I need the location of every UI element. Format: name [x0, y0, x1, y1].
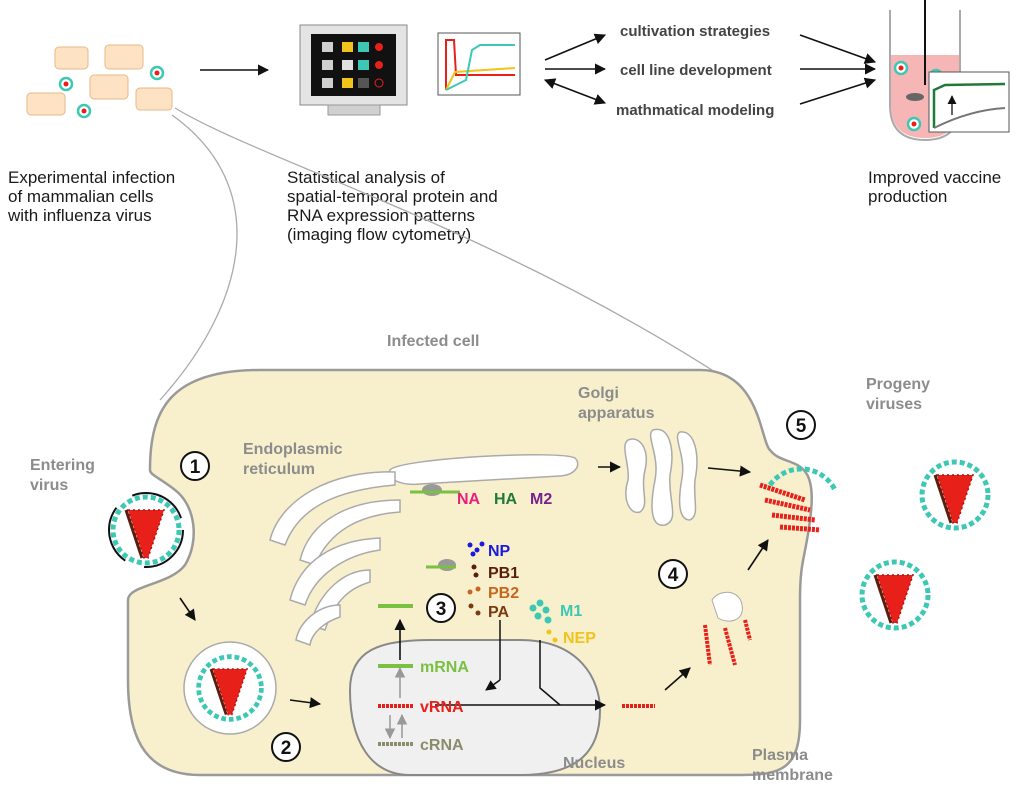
rnp-cluster — [703, 619, 752, 666]
golgi-apparatus — [624, 428, 698, 526]
label-infected-cell: Infected cell — [387, 333, 479, 350]
caption-improved-line2: production — [868, 187, 947, 206]
caption-infection-line2: of mammalian cells — [8, 187, 154, 206]
np-dots-icon — [467, 541, 485, 557]
computer-monitor-icon — [299, 24, 408, 116]
label-er-2: reticulum — [243, 461, 315, 478]
progeny-virus-2 — [862, 562, 928, 628]
nep-dots-icon — [546, 629, 558, 643]
label-m2: M2 — [530, 491, 552, 508]
label-golgi-2: apparatus — [578, 405, 655, 422]
label-plasma-2: membrane — [752, 767, 833, 784]
budding-virion — [759, 466, 838, 533]
label-nep: NEP — [563, 630, 596, 647]
endosome-virus — [183, 641, 277, 735]
caption-analysis-line4: (imaging flow cytometry) — [287, 225, 471, 244]
label-vrna: vRNA — [420, 699, 464, 716]
step-1: 1 — [180, 451, 210, 481]
strategy-cultivation: cultivation strategies — [620, 23, 770, 40]
caption-improved-line1: Improved vaccine — [868, 168, 1001, 187]
label-pb1: PB1 — [488, 565, 519, 582]
label-progeny-1: Progeny — [866, 376, 930, 393]
step-5: 5 — [786, 410, 816, 440]
entering-virus — [108, 492, 184, 568]
endoplasmic-reticulum — [269, 454, 579, 647]
label-entering-virus-1: Entering — [30, 457, 95, 474]
connector-left — [159, 114, 238, 401]
pa-dots-icon — [468, 603, 481, 616]
caption-infection-line1: Experimental infection — [8, 168, 175, 187]
label-pa: PA — [488, 604, 509, 621]
label-progeny-2: viruses — [866, 396, 922, 413]
label-entering-virus-2: virus — [30, 477, 68, 494]
label-nucleus: Nucleus — [563, 755, 625, 772]
strategy-modeling: mathmatical modeling — [616, 102, 774, 119]
svg-text:3: 3 — [436, 599, 447, 620]
caption-analysis-line1: Statistical analysis of — [287, 168, 445, 187]
expression-plot-icon — [437, 32, 521, 96]
svg-text:2: 2 — [281, 738, 292, 759]
label-plasma-1: Plasma — [752, 747, 808, 764]
caption-analysis-line3: RNA expression patterns — [287, 206, 475, 225]
step-3: 3 — [426, 593, 456, 623]
label-na: NA — [457, 491, 481, 508]
progeny-virus-1 — [922, 462, 988, 528]
label-pb2: PB2 — [488, 585, 519, 602]
caption-infection-line3: with influenza virus — [7, 206, 152, 225]
label-crna: cRNA — [420, 737, 464, 754]
label-er-1: Endoplasmic — [243, 441, 343, 458]
step-4: 4 — [658, 559, 688, 589]
svg-text:4: 4 — [668, 565, 679, 586]
label-mrna: mRNA — [420, 659, 469, 676]
step-2: 2 — [271, 732, 301, 762]
m1-dots-icon — [529, 599, 552, 624]
pb2-dots-icon — [467, 586, 481, 595]
strategy-cell-line: cell line development — [620, 62, 772, 79]
connector-right — [174, 107, 736, 386]
label-ha: HA — [494, 491, 518, 508]
pb1-dots-icon — [471, 564, 479, 578]
infected-cells-illustration — [26, 44, 173, 119]
svg-text:5: 5 — [796, 416, 807, 437]
bioreactor-icon — [889, 0, 1010, 142]
label-m1: M1 — [560, 603, 582, 620]
caption-analysis-line2: spatial-temporal protein and — [287, 187, 498, 206]
svg-text:1: 1 — [190, 457, 201, 478]
label-np: NP — [488, 543, 511, 560]
label-golgi-1: Golgi — [578, 385, 619, 402]
